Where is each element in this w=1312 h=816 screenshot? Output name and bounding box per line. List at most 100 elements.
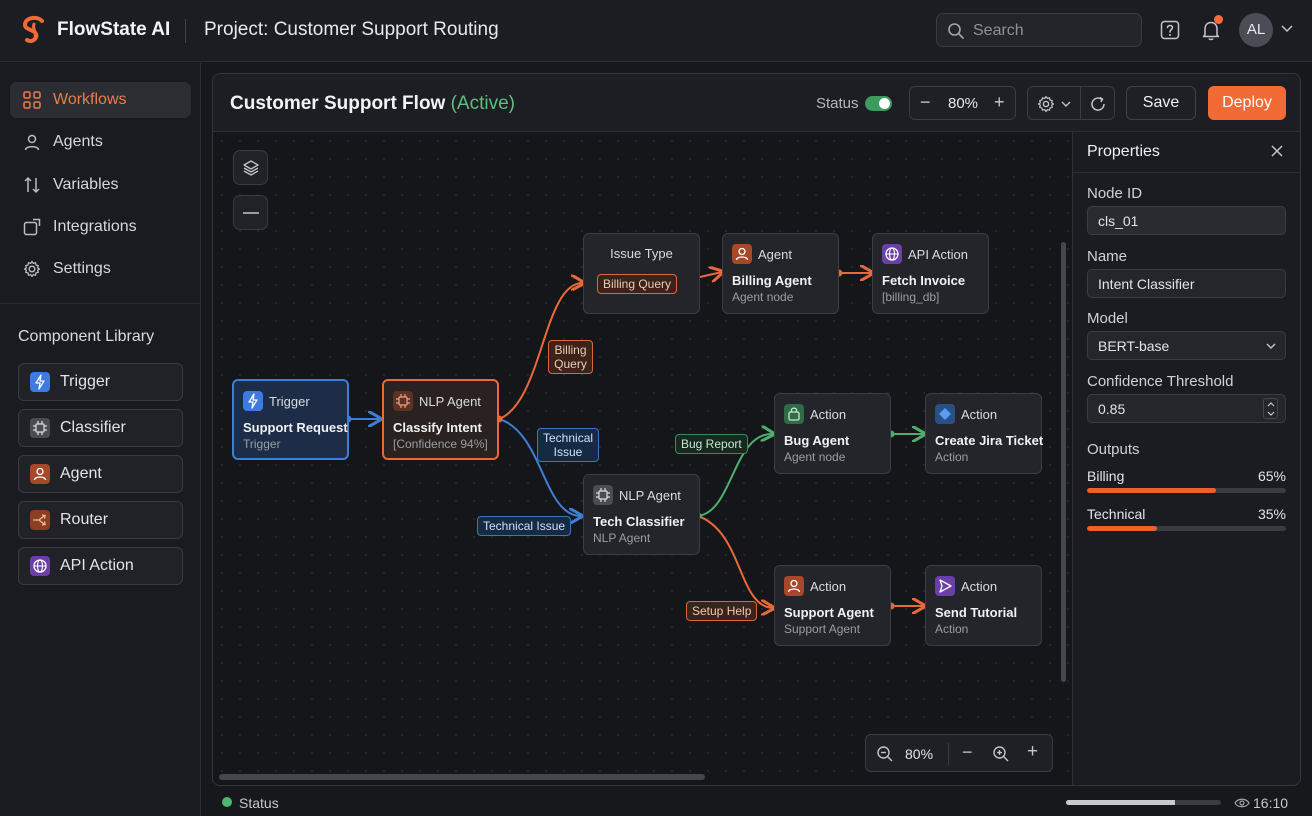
model-select[interactable]: BERT-base bbox=[1087, 331, 1286, 360]
user-icon bbox=[732, 244, 752, 264]
bell-icon[interactable] bbox=[1199, 18, 1223, 42]
horizontal-scrollbar[interactable] bbox=[219, 774, 705, 780]
sidebar-item-label: Variables bbox=[53, 176, 119, 193]
chevron-down-icon[interactable] bbox=[1267, 411, 1275, 416]
integrations-icon bbox=[23, 218, 41, 236]
gear-icon bbox=[23, 260, 41, 278]
edge-label-technical-issue: Technical Issue bbox=[537, 428, 599, 462]
output-bar-fill bbox=[1087, 488, 1217, 493]
workflow-canvas[interactable]: Trigger Support Request Trigger NLP Agen… bbox=[213, 132, 1072, 785]
chevron-down-icon[interactable] bbox=[1281, 25, 1293, 33]
node-title: Classify Intent bbox=[393, 420, 482, 435]
threshold-stepper[interactable]: 0.85 bbox=[1087, 394, 1286, 423]
sidebar-item-workflows[interactable]: Workflows bbox=[10, 82, 191, 118]
workflow-toolbar: Customer Support Flow (Active) Status − … bbox=[213, 74, 1300, 132]
properties-title: Properties bbox=[1087, 143, 1160, 160]
component-library-title: Component Library bbox=[18, 328, 155, 345]
canvas-zoom-level: 80% bbox=[905, 746, 934, 762]
node-create-jira-ticket[interactable]: Action Create Jira Ticket Action bbox=[925, 393, 1043, 474]
node-type: NLP Agent bbox=[419, 394, 481, 409]
sidebar-item-settings[interactable]: Settings bbox=[10, 251, 191, 287]
node-id-field[interactable]: cls_01 bbox=[1087, 206, 1286, 235]
notification-dot bbox=[1214, 15, 1223, 24]
status-toggle[interactable] bbox=[865, 96, 892, 111]
library-item-agent[interactable]: Agent bbox=[18, 455, 183, 493]
user-icon bbox=[784, 576, 804, 596]
eye-icon bbox=[1234, 798, 1250, 808]
library-item-trigger[interactable]: Trigger bbox=[18, 363, 183, 401]
output-label-technical: Technical bbox=[1087, 506, 1146, 522]
node-billing-agent[interactable]: Agent Billing Agent Agent node bbox=[722, 233, 839, 314]
sidebar-item-label: Workflows bbox=[53, 91, 127, 108]
header-divider bbox=[185, 19, 186, 43]
stepper-arrows[interactable] bbox=[1263, 398, 1278, 419]
node-subtitle: Support Agent bbox=[784, 622, 861, 636]
chevron-up-icon[interactable] bbox=[1267, 402, 1275, 407]
project-title: Project: Customer Support Routing bbox=[204, 19, 499, 40]
close-icon[interactable] bbox=[1270, 144, 1284, 158]
node-title: Send Tutorial bbox=[935, 605, 1018, 620]
node-support-request[interactable]: Trigger Support Request Trigger bbox=[232, 379, 349, 460]
node-id-value: cls_01 bbox=[1098, 213, 1139, 229]
name-field[interactable]: Intent Classifier bbox=[1087, 269, 1286, 298]
avatar[interactable]: AL bbox=[1239, 13, 1273, 47]
help-icon[interactable] bbox=[1160, 20, 1180, 40]
node-type: API Action bbox=[908, 247, 968, 262]
footer-progress-fill bbox=[1066, 800, 1175, 805]
user-icon bbox=[30, 464, 50, 484]
workflow-panel: Customer Support Flow (Active) Status − … bbox=[212, 73, 1301, 786]
zoom-level: 80% bbox=[948, 95, 979, 112]
properties-divider bbox=[1073, 172, 1300, 173]
name-value: Intent Classifier bbox=[1098, 276, 1195, 292]
gear-icon bbox=[1037, 95, 1055, 113]
library-item-label: Router bbox=[60, 511, 109, 528]
node-title: Support Agent bbox=[784, 605, 874, 620]
flowstate-logo-icon[interactable] bbox=[20, 15, 48, 45]
node-bug-agent[interactable]: Action Bug Agent Agent node bbox=[774, 393, 891, 474]
zoom-minus-button[interactable]: − bbox=[962, 742, 973, 762]
zoom-control: − 80% + bbox=[909, 86, 1016, 120]
node-title: Billing Agent bbox=[732, 273, 812, 288]
node-issue-type[interactable]: Issue Type Billing Query bbox=[583, 233, 700, 314]
library-item-api-action[interactable]: API Action bbox=[18, 547, 183, 585]
node-tech-classifier[interactable]: NLP Agent Tech Classifier NLP Agent bbox=[583, 474, 700, 555]
search-placeholder: Search bbox=[973, 22, 1024, 39]
node-subtitle: Action bbox=[935, 622, 969, 636]
lightning-icon bbox=[243, 391, 263, 411]
layers-button[interactable] bbox=[233, 150, 268, 185]
node-type: Action bbox=[810, 579, 847, 594]
workflows-icon bbox=[23, 91, 41, 109]
sidebar-item-variables[interactable]: Variables bbox=[10, 167, 191, 203]
diamond-icon bbox=[935, 404, 955, 424]
node-classify-intent[interactable]: NLP Agent Classify Intent [Confidence 94… bbox=[382, 379, 499, 460]
zoom-out-button[interactable]: − bbox=[920, 92, 931, 112]
node-type: Action bbox=[961, 407, 998, 422]
settings-dropdown-button[interactable] bbox=[1027, 86, 1081, 120]
deploy-button[interactable]: Deploy bbox=[1208, 86, 1286, 120]
chip-icon bbox=[593, 485, 613, 505]
zoom-in-icon[interactable] bbox=[992, 745, 1010, 763]
node-type: Issue Type bbox=[610, 246, 673, 261]
library-item-classifier[interactable]: Classifier bbox=[18, 409, 183, 447]
sidebar-item-agents[interactable]: Agents bbox=[10, 124, 191, 160]
output-bar-technical bbox=[1087, 526, 1286, 531]
node-type: Trigger bbox=[269, 394, 310, 409]
collapse-button[interactable] bbox=[233, 195, 268, 230]
sidebar-item-integrations[interactable]: Integrations bbox=[10, 209, 191, 245]
node-support-agent[interactable]: Action Support Agent Support Agent bbox=[774, 565, 891, 646]
edge-classify-issuetype bbox=[498, 283, 583, 420]
library-item-router[interactable]: Router bbox=[18, 501, 183, 539]
sidebar-item-label: Agents bbox=[53, 133, 103, 150]
search-input[interactable]: Search bbox=[936, 13, 1142, 47]
node-fetch-invoice[interactable]: API Action Fetch Invoice [billing_db] bbox=[872, 233, 989, 314]
minus-icon bbox=[243, 212, 259, 214]
zoom-out-icon[interactable] bbox=[876, 745, 894, 763]
node-subtitle: [billing_db] bbox=[882, 290, 940, 304]
node-title: Tech Classifier bbox=[593, 514, 685, 529]
vertical-scrollbar[interactable] bbox=[1061, 242, 1066, 682]
save-button[interactable]: Save bbox=[1126, 86, 1196, 120]
refresh-button[interactable] bbox=[1080, 86, 1115, 120]
node-send-tutorial[interactable]: Action Send Tutorial Action bbox=[925, 565, 1042, 646]
zoom-plus-button[interactable]: + bbox=[1027, 741, 1039, 762]
zoom-in-button[interactable]: + bbox=[994, 92, 1005, 112]
